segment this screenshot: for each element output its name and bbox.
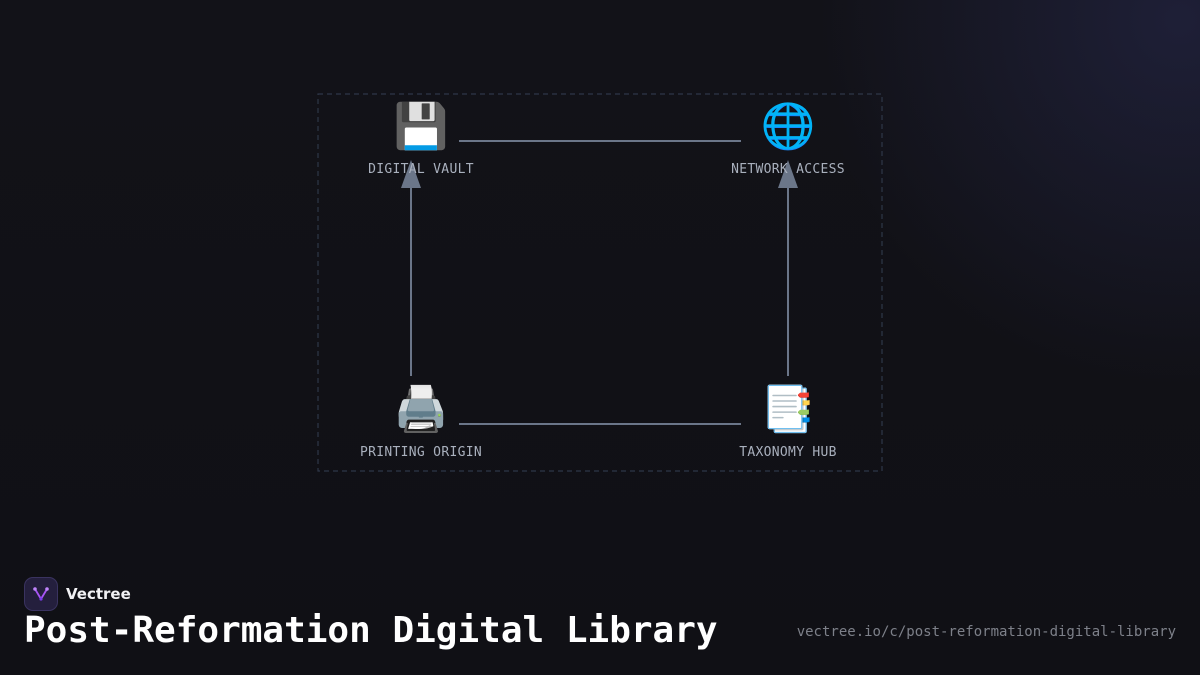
arrowhead-network — [778, 160, 798, 188]
printer-icon: 🖨️ — [393, 384, 449, 435]
brand-name: Vectree — [66, 585, 131, 603]
node-label-taxonomy-hub: TAXONOMY HUB — [739, 445, 837, 460]
diagram-frame — [317, 93, 883, 472]
page-url[interactable]: vectree.io/c/post-reformation-digital-li… — [796, 624, 1176, 640]
page-title: Post-Reformation Digital Library — [24, 610, 718, 651]
bookmark-tabs-icon: 📑 — [760, 384, 816, 435]
globe-icon: 🌐 — [760, 101, 816, 152]
brand-logo-icon — [24, 577, 58, 611]
node-label-digital-vault: DIGITAL VAULT — [368, 162, 474, 177]
node-label-printing-origin: PRINTING ORIGIN — [360, 445, 482, 460]
floppy-disk-icon: 💾 — [393, 101, 449, 152]
node-label-network-access: NETWORK ACCESS — [731, 162, 845, 177]
brand: Vectree — [24, 577, 131, 611]
arrowhead-vault — [401, 160, 421, 188]
vectree-mark-icon — [33, 587, 49, 601]
